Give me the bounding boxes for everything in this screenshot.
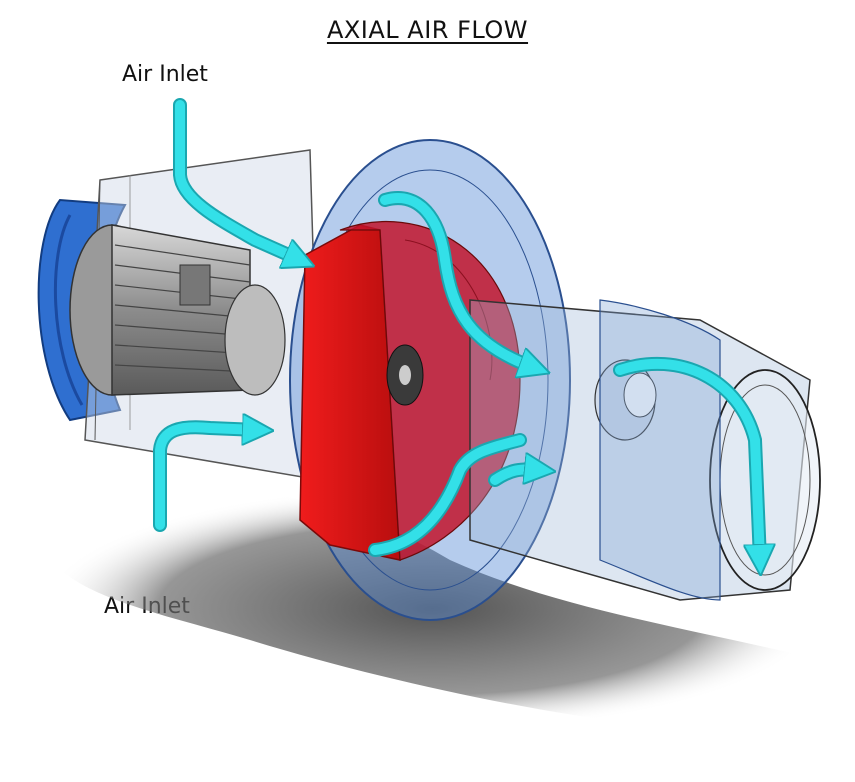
impeller bbox=[299, 221, 521, 561]
diagram-title: AXIAL AIR FLOW bbox=[326, 16, 529, 44]
electric-motor bbox=[69, 224, 286, 396]
air-inlet-label-top: Air Inlet bbox=[122, 62, 208, 87]
ground-shadow bbox=[39, 486, 825, 732]
airflow-arrows bbox=[153, 98, 760, 560]
outlet-duct bbox=[469, 299, 821, 601]
